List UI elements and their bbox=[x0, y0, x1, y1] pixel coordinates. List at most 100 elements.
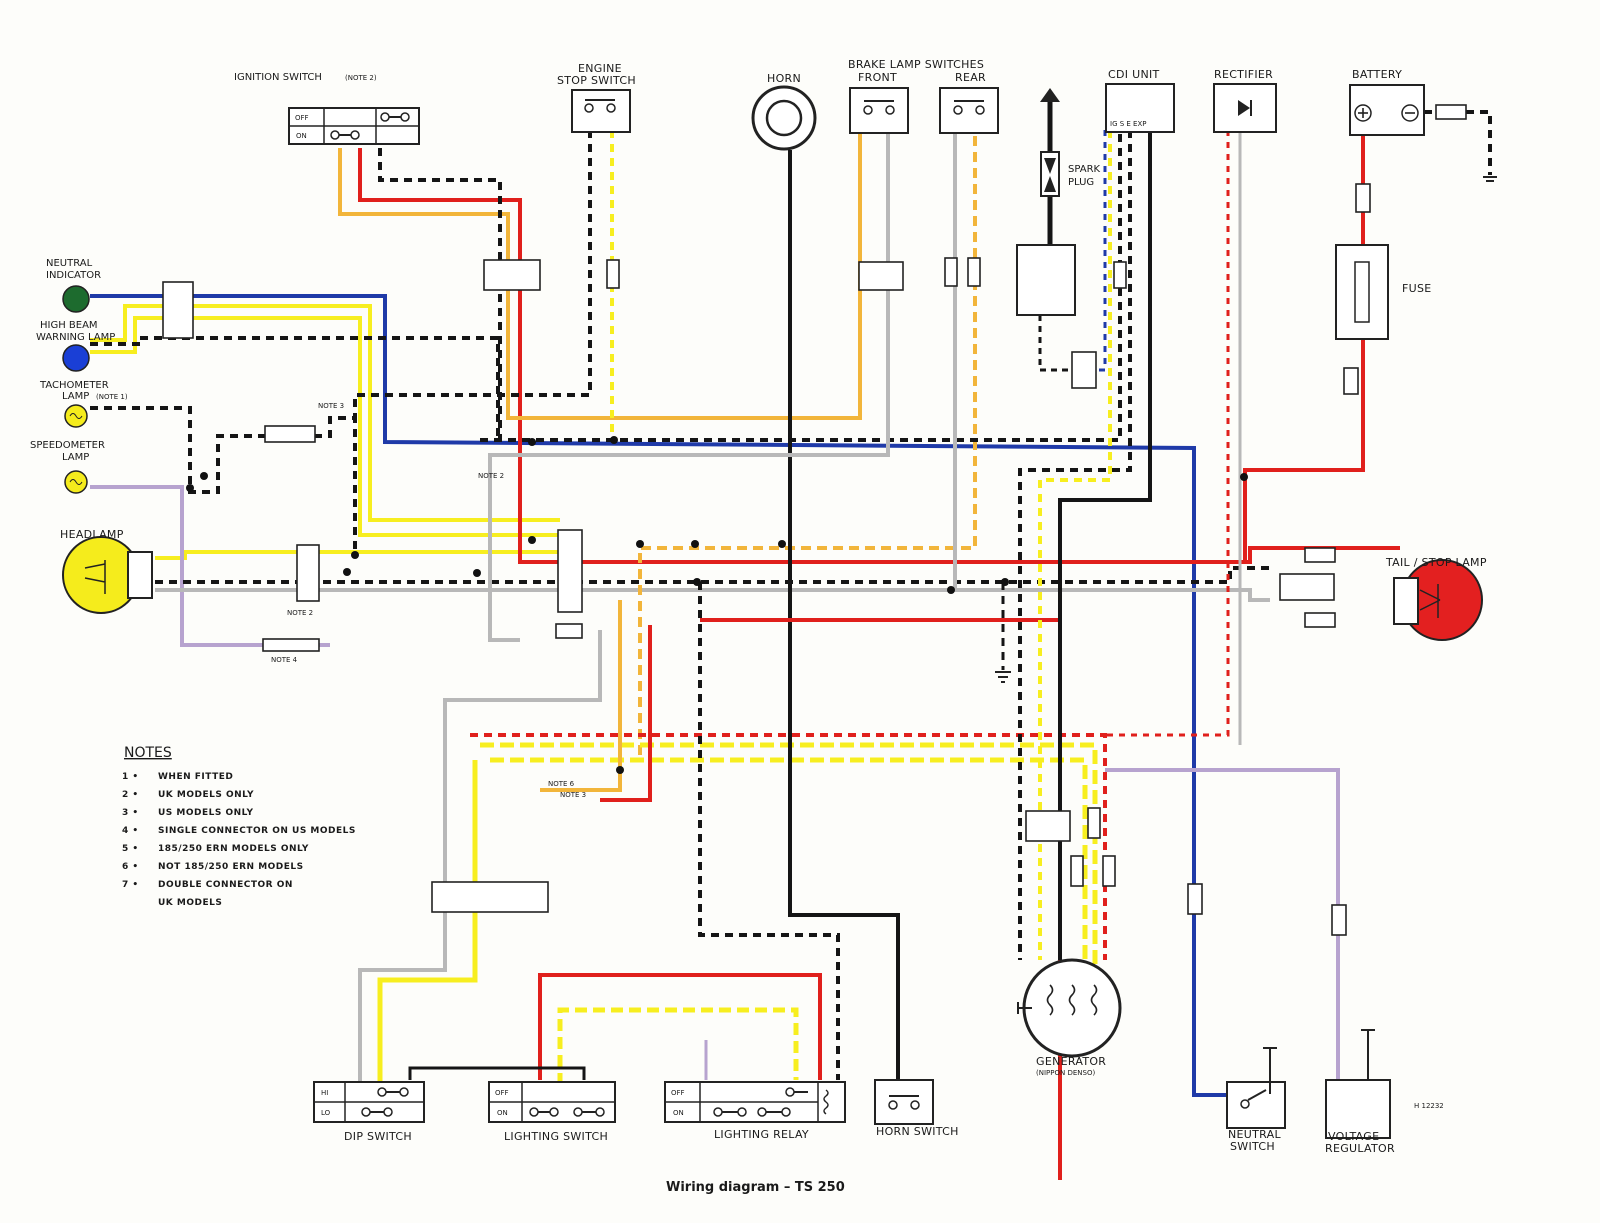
wire-black-horn bbox=[788, 150, 900, 1090]
voltage-regulator bbox=[1325, 1029, 1391, 1139]
horn-label: HORN bbox=[767, 72, 801, 85]
connector-small bbox=[1102, 855, 1116, 887]
wire-black-dip bbox=[408, 1066, 586, 1080]
note-number: 1 • bbox=[122, 772, 139, 782]
connector-small bbox=[1304, 547, 1336, 563]
connector-small bbox=[1187, 883, 1203, 915]
engine-stop-switch bbox=[571, 89, 631, 133]
junction-dots bbox=[186, 436, 1248, 774]
wire-yellow-harness bbox=[480, 742, 1098, 965]
wire-lilac-vr bbox=[1105, 768, 1340, 1080]
junction-dot bbox=[636, 540, 644, 548]
fuse-element bbox=[1354, 261, 1370, 323]
note-number: 6 • bbox=[122, 862, 139, 872]
lighting-switch: OFF ON bbox=[488, 1081, 616, 1123]
ignition-on-label: ON bbox=[296, 132, 307, 140]
wire-grey-front-brake bbox=[488, 120, 890, 642]
neutral-indicator-label-1: NEUTRAL bbox=[46, 258, 93, 269]
horn-switch-body bbox=[874, 1079, 934, 1125]
connector-small bbox=[1435, 104, 1467, 120]
wire-red-harness bbox=[470, 733, 1107, 960]
ignition-coil bbox=[1016, 244, 1076, 316]
high-beam-lamp bbox=[62, 344, 90, 372]
notes-title: NOTES bbox=[124, 745, 172, 761]
connector-small bbox=[967, 257, 981, 287]
rectifier-label: RECTIFIER bbox=[1214, 68, 1273, 81]
wire-yellow-light-sw-2 bbox=[557, 1007, 799, 1085]
rectifier bbox=[1213, 83, 1277, 133]
lighting-relay-off-label: OFF bbox=[671, 1089, 685, 1097]
lighting-switch-label: LIGHTING SWITCH bbox=[504, 1130, 608, 1143]
lighting-relay-on-label: ON bbox=[673, 1109, 684, 1117]
note3-label: NOTE 3 bbox=[318, 402, 344, 410]
ignition-switch: OFF ON bbox=[288, 107, 420, 145]
connector-small bbox=[1304, 612, 1336, 628]
tail-stop-lamp-label: TAIL / STOP LAMP bbox=[1385, 556, 1487, 569]
high-beam-bulb bbox=[62, 344, 90, 372]
junction-dot bbox=[778, 540, 786, 548]
note-number: 3 • bbox=[122, 808, 139, 818]
junction-dot bbox=[528, 438, 536, 446]
connector-small bbox=[1355, 183, 1371, 213]
wire-black-white-tacho bbox=[90, 406, 357, 555]
relay-coil-icon bbox=[823, 1089, 829, 1115]
junction-dot bbox=[691, 540, 699, 548]
speedometer-label-1: SPEEDOMETER bbox=[30, 440, 105, 451]
note-text: 185/250 ERN MODELS ONLY bbox=[158, 844, 309, 854]
tail-lamp-base bbox=[1393, 577, 1419, 625]
note-number: 7 • bbox=[122, 880, 139, 890]
ground-icon bbox=[1483, 176, 1497, 182]
rear-label: REAR bbox=[955, 71, 986, 84]
connectors bbox=[162, 104, 1467, 936]
connector-small bbox=[1279, 573, 1335, 601]
connector-small bbox=[555, 623, 583, 639]
diode-symbol bbox=[1238, 100, 1250, 116]
wire-orange-rear-brake bbox=[638, 120, 977, 760]
wire-red-relay-2 bbox=[538, 973, 822, 1080]
note-text: WHEN FITTED bbox=[158, 772, 233, 782]
voltage-regulator-label-1: VOLTAGE bbox=[1328, 1130, 1379, 1143]
junction-dot bbox=[1240, 473, 1248, 481]
junction-dot bbox=[610, 436, 618, 444]
note-text: UK MODELS ONLY bbox=[158, 790, 254, 800]
headlamp-label: HEADLAMP bbox=[60, 528, 124, 541]
spark-plug bbox=[1016, 88, 1076, 316]
fuse bbox=[1335, 244, 1389, 340]
note-text: DOUBLE CONNECTOR ON bbox=[158, 880, 293, 890]
wire-grey-main bbox=[155, 588, 1270, 602]
ignition-off-label: OFF bbox=[295, 114, 309, 122]
neutral-switch-label-1: NEUTRAL bbox=[1228, 1128, 1281, 1141]
stop-switch-label: STOP SWITCH bbox=[557, 74, 636, 87]
connector-block bbox=[1025, 810, 1071, 842]
connector-small bbox=[1343, 367, 1359, 395]
connector-block bbox=[162, 281, 194, 339]
tachometer-note: (NOTE 1) bbox=[96, 393, 128, 401]
connector-small bbox=[1070, 855, 1084, 887]
note-text: UK MODELS bbox=[158, 898, 222, 908]
wire-red-main bbox=[358, 148, 1400, 564]
generator bbox=[1017, 958, 1122, 1058]
neutral-indicator-lamp bbox=[62, 285, 90, 313]
front-label: FRONT bbox=[858, 71, 897, 84]
neutral-switch-body bbox=[1226, 1081, 1286, 1129]
wire-coil-cdi bbox=[1038, 315, 1070, 372]
rectifier-body bbox=[1213, 83, 1277, 133]
wire-engine-stop-1 bbox=[353, 130, 592, 418]
neutral-indicator-bulb bbox=[62, 285, 90, 313]
wire-black-cdi-2 bbox=[1018, 130, 1132, 960]
horn-inner bbox=[765, 99, 803, 137]
headlamp bbox=[62, 536, 153, 614]
dip-hi-label: HI bbox=[321, 1089, 328, 1097]
plug-label: PLUG bbox=[1068, 177, 1094, 188]
horn-switch-label: HORN SWITCH bbox=[876, 1125, 959, 1138]
neutral-indicator-label-2: INDICATOR bbox=[46, 270, 101, 281]
wire-black-lamps bbox=[90, 336, 500, 440]
battery bbox=[1349, 84, 1425, 136]
battery-label: BATTERY bbox=[1352, 68, 1402, 81]
dip-switch-label: DIP SWITCH bbox=[344, 1130, 412, 1143]
generator-sub-label: (NIPPON DENSO) bbox=[1036, 1069, 1095, 1077]
wire-black-cdi-3 bbox=[1058, 130, 1152, 960]
